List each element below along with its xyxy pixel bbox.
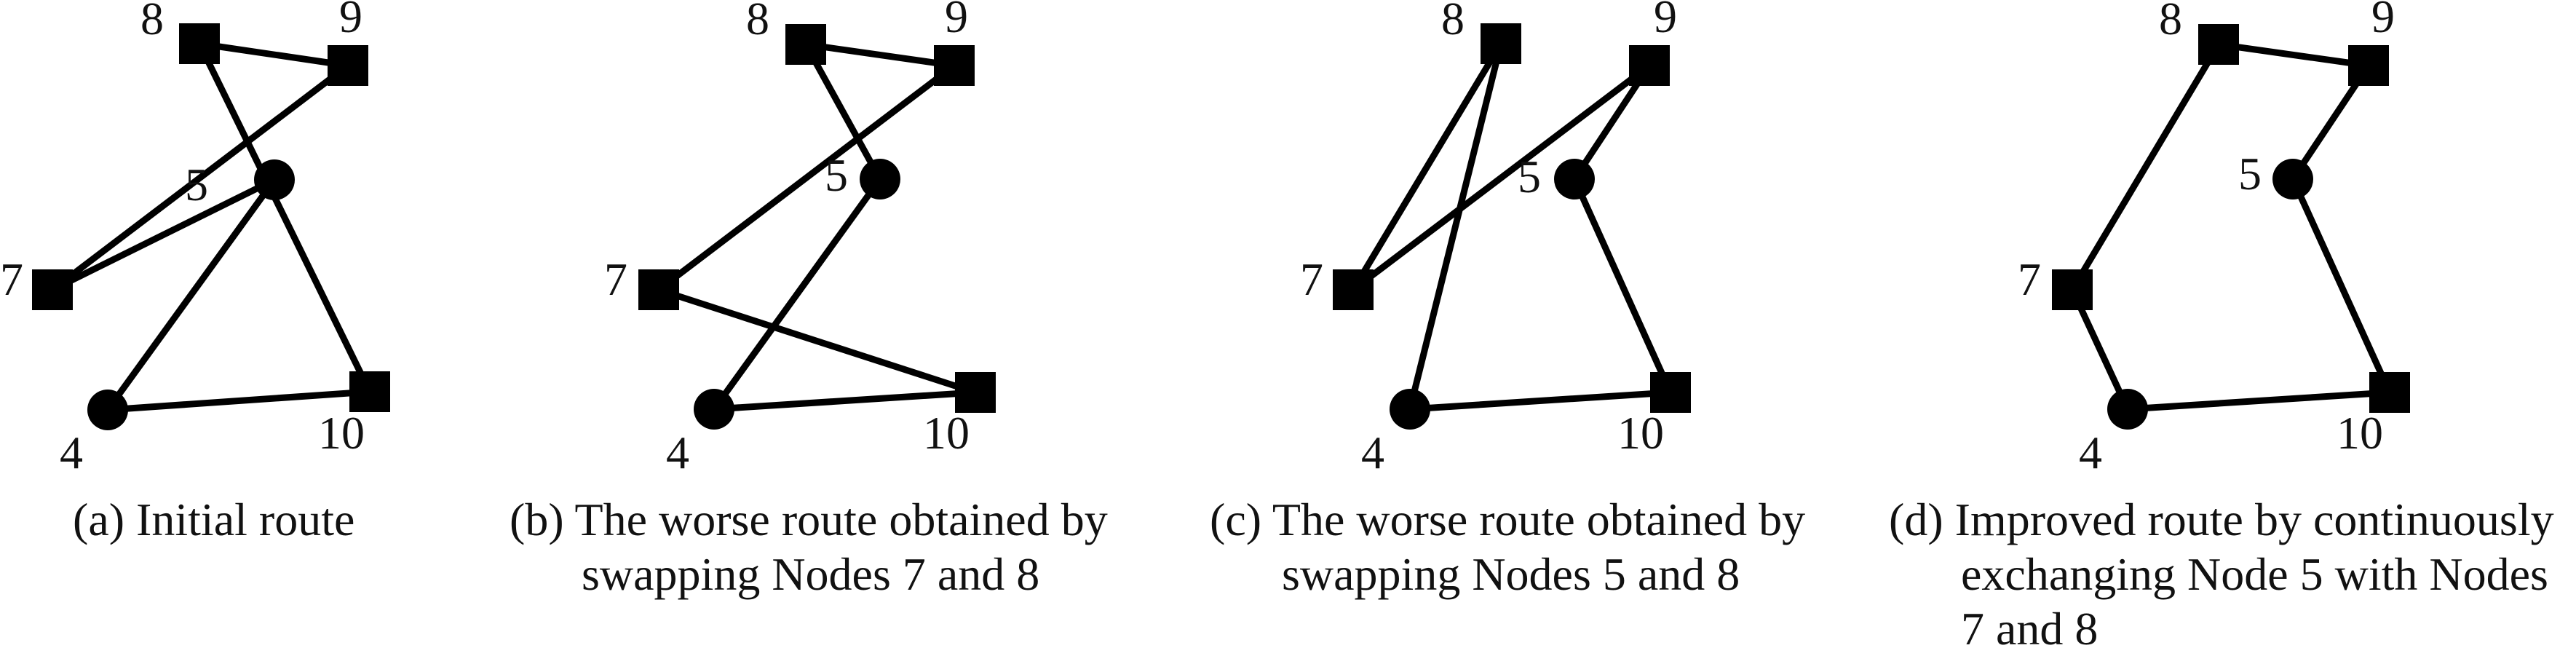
caption-panel-d: (d) Improved route by continuously excha…: [1889, 492, 2554, 656]
caption-line: (b) The worse route obtained by: [510, 494, 1108, 545]
route-edge-4-5: [104, 176, 278, 414]
node-label-10: 10: [923, 407, 970, 459]
node-label-4: 4: [666, 427, 689, 478]
node-label-9: 9: [945, 0, 968, 42]
route-edge-7-10: [655, 286, 979, 396]
node-label-4: 4: [2079, 427, 2102, 478]
node-4-circle: [87, 390, 128, 430]
node-label-8: 8: [1441, 0, 1465, 44]
node-5-circle: [254, 159, 295, 200]
node-10-square: [349, 371, 390, 412]
caption-line: (a) Initial route: [73, 494, 355, 545]
node-8-square: [2198, 24, 2239, 65]
route-edge-10-4: [2124, 389, 2393, 413]
route-edge-5-10: [1571, 175, 1674, 396]
route-edge-5-7: [49, 176, 278, 293]
node-label-10: 10: [2337, 407, 2383, 459]
node-4-circle: [1390, 389, 1430, 430]
route-edge-9-8: [196, 40, 352, 69]
panel-d: 8 9 5 7 4 10: [2018, 0, 2410, 478]
node-9-square: [1629, 45, 1670, 86]
route-figure: 8 9 5 7 4 10 8 9 5 7 4 10 8 9 5 7 4 10 8 9 5 7 4 10: [0, 0, 2410, 478]
node-7-square: [2052, 269, 2093, 310]
route-edge-8-9: [2215, 41, 2372, 69]
node-label-7: 7: [1300, 253, 1323, 305]
node-8-square: [1481, 23, 1521, 64]
node-7-square: [32, 269, 73, 310]
route-edge-8-10: [196, 40, 373, 395]
node-7-square: [638, 269, 679, 310]
node-5-circle: [1554, 159, 1595, 199]
route-edge-8-9: [802, 41, 958, 69]
route-edge-10-4: [104, 388, 373, 414]
node-5-circle: [860, 159, 900, 199]
node-8-square: [785, 24, 826, 65]
node-label-4: 4: [1361, 427, 1384, 478]
node-10-square: [955, 372, 996, 413]
route-edge-9-7: [655, 62, 958, 293]
route-edge-8-7: [1350, 40, 1505, 293]
route-edge-10-4: [710, 389, 979, 413]
node-label-5: 5: [2238, 148, 2262, 199]
node-label-7: 7: [604, 253, 627, 305]
node-9-square: [2348, 45, 2389, 86]
node-label-9: 9: [1654, 0, 1677, 42]
caption-line: exchanging Node 5 with Nodes: [1961, 548, 2548, 600]
node-label-8: 8: [746, 0, 769, 44]
node-label-9: 9: [339, 0, 362, 42]
node-10-square: [2369, 372, 2410, 413]
caption-line: swapping Nodes 7 and 8: [582, 548, 1040, 600]
caption-line: swapping Nodes 5 and 8: [1282, 548, 1740, 600]
caption-line: (c) The worse route obtained by: [1210, 494, 1806, 545]
node-4-circle: [2107, 389, 2148, 430]
route-edge-4-8: [1406, 40, 1505, 413]
caption-panel-c: (c) The worse route obtained by swapping…: [1210, 492, 1805, 601]
route-edge-4-5: [710, 175, 884, 413]
caption-line: (d) Improved route by continuously: [1889, 494, 2554, 545]
node-label-4: 4: [60, 427, 83, 478]
node-label-5: 5: [185, 159, 208, 210]
route-edge-7-9: [49, 62, 352, 293]
node-label-9: 9: [2371, 0, 2395, 42]
node-label-5: 5: [825, 149, 848, 201]
node-label-5: 5: [1518, 151, 1541, 202]
route-edge-7-8: [2069, 41, 2222, 293]
panel-a: 8 9 5 7 4 10: [0, 0, 390, 478]
node-8-square: [179, 23, 220, 64]
caption-panel-a: (a) Initial route: [73, 492, 354, 547]
node-label-7: 7: [2018, 253, 2041, 305]
panel-b: 8 9 5 7 4 10: [604, 0, 996, 478]
node-label-8: 8: [140, 0, 164, 44]
node-7-square: [1333, 269, 1374, 310]
node-label-8: 8: [2159, 0, 2182, 44]
node-4-circle: [694, 389, 734, 430]
node-9-square: [328, 45, 368, 86]
route-edge-7-9: [1350, 62, 1653, 293]
caption-line: 7 and 8: [1961, 603, 2099, 655]
route-edge-5-10: [2289, 175, 2393, 396]
node-label-7: 7: [0, 253, 23, 305]
node-9-square: [934, 45, 975, 86]
panel-c: 8 9 5 7 4 10: [1300, 0, 1691, 478]
caption-panel-b: (b) The worse route obtained by swapping…: [510, 492, 1108, 601]
node-label-10: 10: [1617, 407, 1664, 459]
route-edge-10-4: [1406, 389, 1674, 413]
node-5-circle: [2272, 159, 2313, 199]
node-label-10: 10: [318, 407, 365, 459]
node-10-square: [1650, 372, 1691, 413]
route-edge-5-8: [802, 41, 884, 183]
